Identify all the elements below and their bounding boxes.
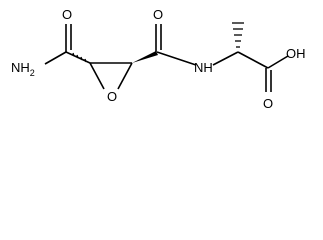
bond-amide2-carbonyl-double — [155, 24, 162, 52]
bond-nh-to-alpha — [212, 51, 239, 66]
bond-carboxyl-double — [265, 68, 272, 92]
atom-o-carboxyl: O — [263, 96, 273, 111]
atom-nh: NH — [194, 60, 213, 75]
bond-amide-carbon-to-nh2 — [44, 51, 67, 65]
bond-alpha-to-carboxyl — [237, 51, 269, 69]
epoxide-ring — [89, 62, 133, 90]
stereo-hash-methyl — [232, 22, 244, 48]
atom-o-epoxide: O — [107, 89, 117, 104]
atom-nh2: NH2 — [11, 60, 35, 78]
stereo-hash-left — [72, 52, 87, 63]
atom-o-amide2: O — [153, 7, 163, 22]
atom-o-amide: O — [62, 7, 72, 22]
atom-oh: OH — [286, 46, 306, 61]
bond-carboxyl-to-oh — [267, 55, 289, 69]
chemical-structure: O NH2 O O NH OH O — [11, 7, 306, 111]
bond-amide2-to-nh — [156, 51, 197, 66]
bond-amide-carbonyl-double — [65, 24, 72, 52]
stereo-wedge-right — [132, 51, 158, 63]
